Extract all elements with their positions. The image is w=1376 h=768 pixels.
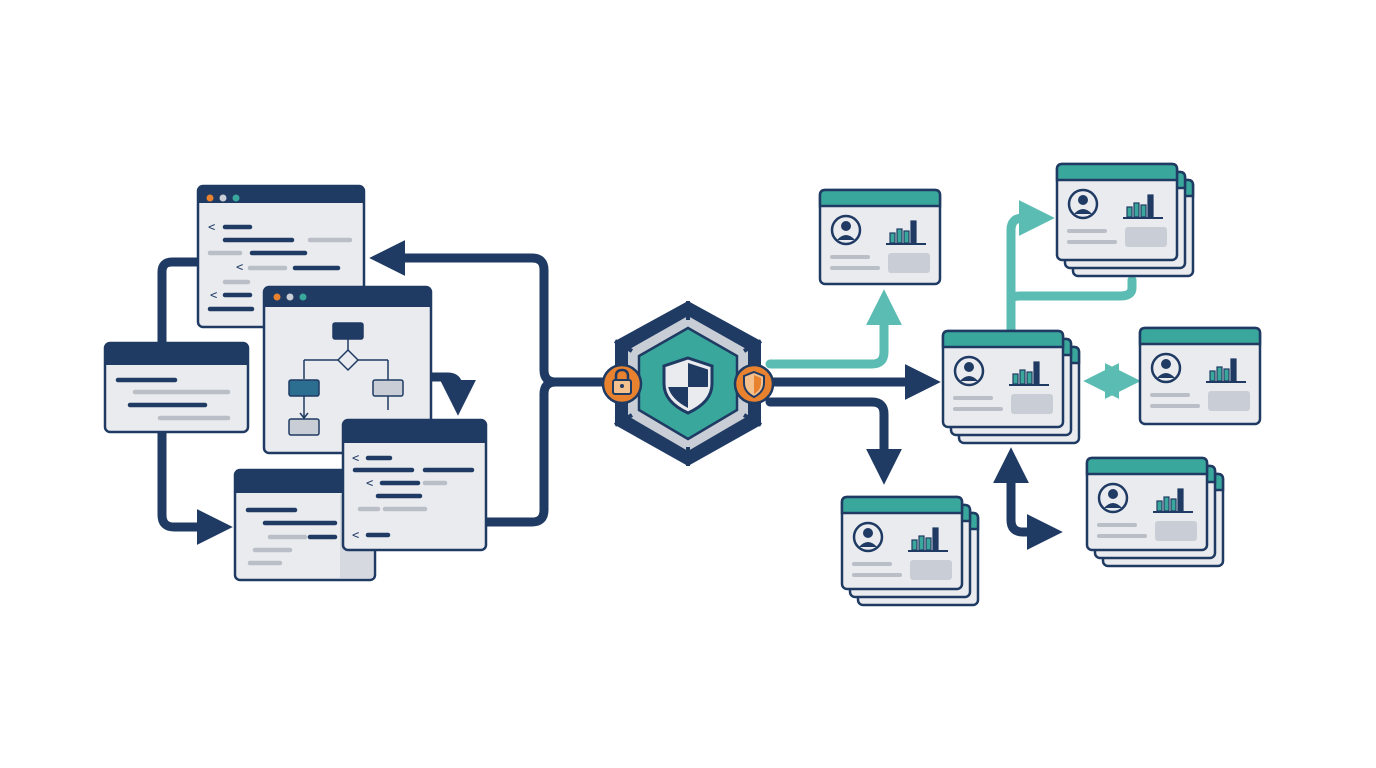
code-angle-icon: < [236, 260, 243, 274]
bar-chart-icon [1009, 361, 1049, 386]
user-avatar-icon [830, 214, 862, 246]
user-avatar-icon [953, 355, 985, 387]
window-dot-teal [299, 293, 307, 301]
text-panel-left [103, 341, 250, 434]
card-text-lines [830, 255, 880, 270]
flowchart-graphic [288, 322, 404, 436]
card-right [1138, 326, 1262, 426]
window-dot-orange [273, 293, 281, 301]
window-dot-orange [206, 194, 214, 202]
connector-hub-to-top-card [765, 289, 902, 369]
window-dot-gray [286, 293, 294, 301]
connector-middle-to-bottom-right [993, 447, 1063, 550]
window-dot-teal [232, 194, 240, 202]
card-text-lines [1067, 229, 1117, 244]
card-bottom-right [1085, 456, 1225, 568]
destination-cards [818, 162, 1262, 607]
card-top-center [818, 188, 942, 286]
left-connectors [157, 240, 617, 545]
card-text-lines [1097, 523, 1147, 538]
bar-chart-icon [908, 527, 948, 552]
card-text-lines [852, 562, 902, 577]
shield-badge-icon [733, 363, 775, 405]
connector-middle-to-top-right [1006, 200, 1055, 337]
bar-chart-icon [1206, 358, 1246, 383]
card-text-lines [953, 396, 1003, 411]
card-bottom-center [840, 495, 980, 607]
code-editor-window-bottom: < < < [341, 418, 488, 552]
code-angle-icon: < [208, 220, 215, 234]
connector-hub-to-bottom-card [765, 397, 902, 485]
bar-chart-icon [1153, 488, 1193, 513]
user-avatar-icon [1150, 352, 1182, 384]
code-angle-icon: < [210, 288, 217, 302]
right-connectors [765, 200, 1141, 550]
card-top-right [1055, 162, 1195, 278]
user-avatar-icon [1097, 482, 1129, 514]
card-text-lines [1150, 393, 1200, 408]
lock-icon [601, 363, 643, 405]
connector-bottom-editor-to-hub [481, 377, 561, 527]
user-avatar-icon [1067, 188, 1099, 220]
connector-top-loop [157, 257, 203, 348]
card-middle [941, 329, 1081, 445]
connector-flow-to-code [427, 372, 476, 416]
security-hub [601, 301, 775, 466]
connector-left-to-bottom [157, 427, 233, 545]
shield-icon [662, 356, 714, 415]
window-dot-gray [219, 194, 227, 202]
code-angle-icon: < [366, 476, 373, 490]
code-angle-icon: < [352, 528, 359, 542]
connector-top-right-return [1006, 275, 1137, 305]
user-avatar-icon [852, 521, 884, 553]
code-lines: < < < [207, 220, 353, 312]
bar-chart-icon [886, 220, 926, 245]
flowchart-window [262, 285, 433, 455]
code-angle-icon: < [352, 451, 359, 465]
bar-chart-icon [1123, 194, 1163, 219]
